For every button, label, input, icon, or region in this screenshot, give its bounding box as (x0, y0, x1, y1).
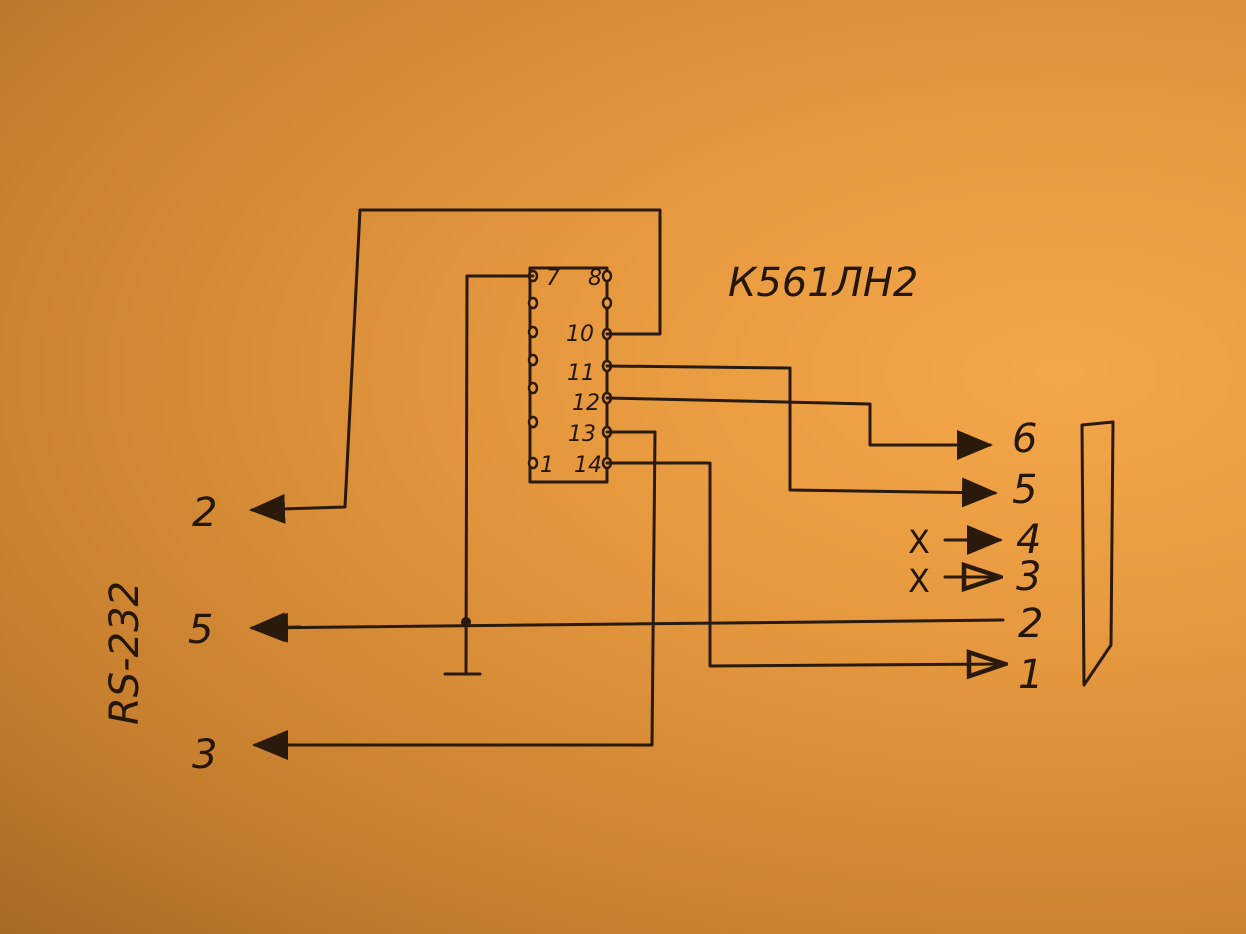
wire-pin11-out5 (605, 364, 998, 508)
rs232-pin-5: 5 (188, 607, 213, 653)
nc-mark-3: X (908, 562, 930, 600)
arrow-left-5 (249, 612, 302, 643)
out-pin-1: 1 (1018, 652, 1043, 698)
out-pin-3: 3 (1016, 554, 1041, 600)
pin-label-12: 12 (572, 391, 600, 416)
rs232-pin-3: 3 (192, 732, 217, 778)
wire-pin14-out1 (605, 461, 1005, 666)
out-pin-2: 2 (1018, 601, 1043, 647)
out-pin-6: 6 (1012, 416, 1037, 462)
rs232-pin-2: 2 (192, 490, 217, 536)
pin-label-14: 14 (574, 453, 602, 478)
pin-label-10: 10 (566, 322, 594, 347)
wire-ground-rs232-5-out2 (252, 612, 1005, 643)
out-pin-5: 5 (1012, 467, 1037, 513)
out-pin-4: 4 (1016, 517, 1041, 563)
right-connector-outline (1080, 420, 1115, 687)
pin-label-1: 1 (540, 453, 554, 478)
pin-label-7: 7 (546, 266, 560, 291)
nc-mark-4: X (908, 523, 930, 561)
chip-pins (527, 269, 613, 470)
chip-body (528, 266, 609, 484)
pin-label-13: 13 (568, 422, 596, 447)
chip-name: К561ЛН2 (728, 260, 918, 306)
wire-pin12-out6 (605, 396, 993, 460)
pin-label-11: 11 (567, 361, 595, 386)
rs232-title: RS-232 (102, 581, 148, 725)
pin-label-8: 8 (588, 266, 602, 291)
wire-pin7-ground (464, 274, 535, 674)
wire-pin13-rs232-3 (252, 430, 657, 760)
wire-pin10-rs232-2 (249, 208, 662, 524)
